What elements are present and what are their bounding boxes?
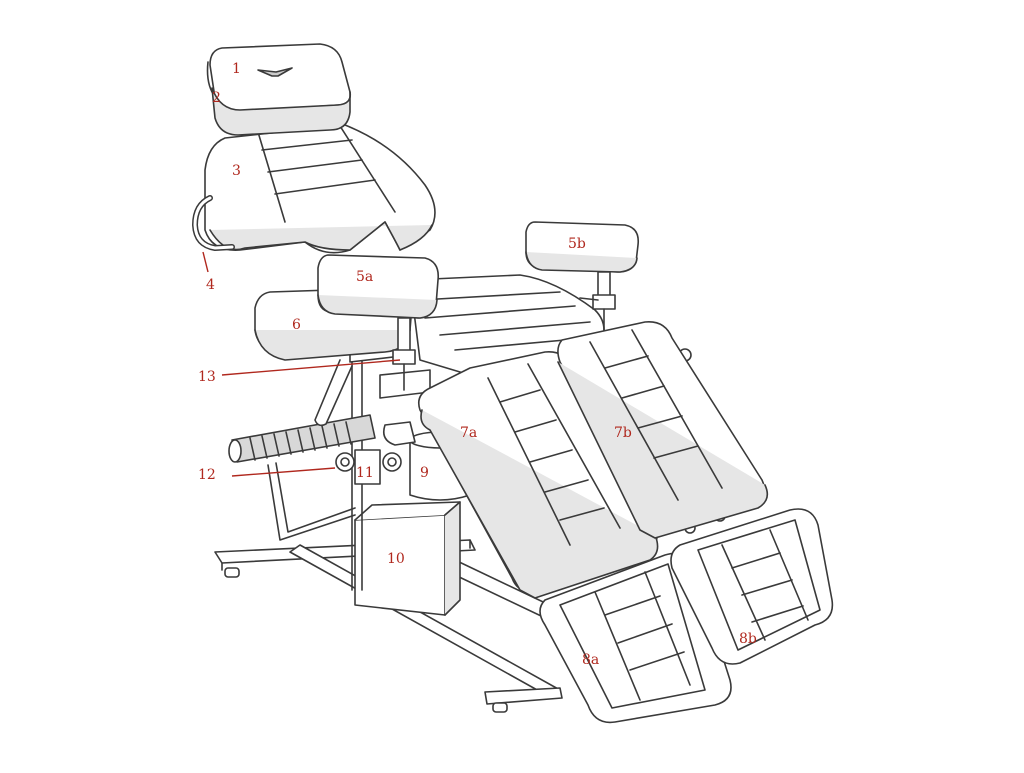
- label-7b: 7b: [614, 425, 632, 441]
- label-1: 1: [232, 61, 241, 77]
- leg-rest-8b: [670, 508, 834, 665]
- label-3: 3: [232, 163, 241, 179]
- label-13: 13: [198, 369, 216, 385]
- leader-13: [221, 359, 401, 376]
- label-8a: 8a: [582, 652, 599, 668]
- support-poles: [267, 339, 363, 591]
- backrest: [204, 124, 436, 254]
- label-4: 4: [206, 277, 215, 293]
- label-11: 11: [356, 465, 374, 481]
- label-7a: 7a: [460, 425, 477, 441]
- label-6: 6: [292, 317, 301, 333]
- headrest: [206, 43, 352, 136]
- leg-section-7a: [417, 351, 659, 599]
- back-handle: [192, 195, 235, 251]
- label-10: 10: [387, 551, 405, 567]
- part-labels: 1 2 3 4 5a 5b 6 7a 7b 8a 8b 9 10 11 12 1…: [198, 61, 757, 668]
- label-12: 12: [198, 467, 216, 483]
- label-2: 2: [212, 90, 221, 106]
- center-column: [354, 501, 461, 616]
- adjustment-knobs: [335, 449, 402, 485]
- label-9: 9: [420, 465, 429, 481]
- label-8b: 8b: [739, 631, 757, 647]
- leader-lines: [202, 251, 401, 477]
- leader-12: [231, 467, 336, 477]
- label-5b: 5b: [568, 236, 586, 252]
- ribbed-bar: [228, 414, 376, 463]
- armrest-5b: [525, 221, 640, 331]
- armrest-5a: [317, 254, 440, 391]
- leg-section-7b: [557, 321, 769, 539]
- leader-4: [202, 251, 209, 273]
- label-5a: 5a: [356, 269, 373, 285]
